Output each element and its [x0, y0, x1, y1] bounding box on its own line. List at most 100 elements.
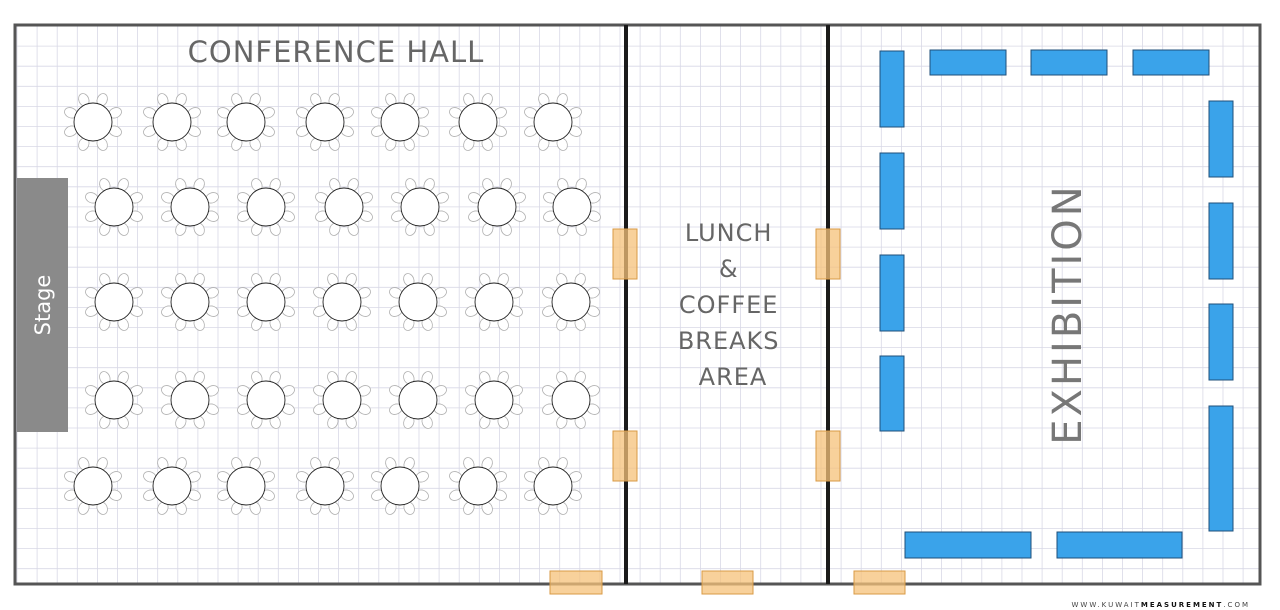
banquet-table [542, 273, 600, 331]
exhibition-booth [929, 49, 1007, 76]
table-top [152, 102, 192, 142]
banquet-table [85, 178, 143, 236]
exhibition-booth [1208, 405, 1234, 532]
table-top [474, 380, 514, 420]
table-top [170, 187, 210, 227]
table-top [246, 380, 286, 420]
lunch-label-line: BREAKS [678, 327, 780, 355]
table-top [380, 102, 420, 142]
exhibition-booth [879, 152, 905, 230]
banquet-table [217, 457, 275, 515]
banquet-table [217, 93, 275, 151]
door [853, 570, 906, 595]
banquet-table [313, 371, 371, 429]
table-top [552, 187, 592, 227]
banquet-table [465, 273, 523, 331]
table-top [94, 380, 134, 420]
table-top [305, 466, 345, 506]
table-top [533, 466, 573, 506]
table-top [152, 466, 192, 506]
table-top [94, 187, 134, 227]
banquet-table [143, 93, 201, 151]
conference-hall-label: CONFERENCE HALL [188, 35, 485, 69]
table-top [380, 466, 420, 506]
exhibition-booth [904, 531, 1032, 559]
banquet-table [391, 178, 449, 236]
banquet-table [143, 457, 201, 515]
banquet-table [543, 178, 601, 236]
exhibition-booth [1132, 49, 1210, 76]
conference-hall-zone: CONFERENCE HALL Stage [17, 35, 601, 515]
stage [17, 178, 68, 432]
table-top [458, 102, 498, 142]
door [549, 570, 603, 595]
banquet-table [85, 371, 143, 429]
banquet-table [371, 93, 429, 151]
banquet-table [296, 457, 354, 515]
table-top [458, 466, 498, 506]
table-top [533, 102, 573, 142]
banquet-table [237, 273, 295, 331]
exhibition-booth [1030, 49, 1108, 76]
stage-label: Stage [31, 275, 55, 336]
banquet-table [449, 93, 507, 151]
exhibition-booth [879, 50, 905, 128]
exhibition-booth [1056, 531, 1183, 559]
banquet-table [161, 178, 219, 236]
door [701, 570, 754, 595]
banquet-table [296, 93, 354, 151]
banquet-table [64, 457, 122, 515]
table-top [305, 102, 345, 142]
banquet-table [64, 93, 122, 151]
table-top [246, 187, 286, 227]
table-top [400, 187, 440, 227]
table-top [226, 466, 266, 506]
table-top [398, 380, 438, 420]
lunch-area-zone: LUNCH & COFFEE BREAKS AREA [678, 219, 780, 391]
exhibition-booths [879, 49, 1234, 559]
banquet-table [389, 371, 447, 429]
lunch-label-line: LUNCH [685, 219, 773, 247]
doors [549, 228, 906, 595]
banquet-table [161, 273, 219, 331]
exhibition-booth [879, 254, 905, 332]
table-top [398, 282, 438, 322]
lunch-label-line: COFFEE [679, 291, 779, 319]
table-top [324, 187, 364, 227]
table-top [474, 282, 514, 322]
banquet-table [449, 457, 507, 515]
banquet-table [465, 371, 523, 429]
banquet-table [542, 371, 600, 429]
banquet-table [524, 93, 582, 151]
exhibition-booth [1208, 202, 1234, 280]
exhibition-booth [1208, 100, 1234, 178]
table-top [170, 282, 210, 322]
footer-bold: MEASUREMENT [1140, 601, 1224, 609]
door [815, 430, 841, 482]
banquet-table [313, 273, 371, 331]
banquet-table [315, 178, 373, 236]
banquet-table [524, 457, 582, 515]
table-top [226, 102, 266, 142]
table-top [73, 466, 113, 506]
exhibition-zone: EXHIBITION [879, 49, 1234, 559]
lunch-label-line: AREA [699, 363, 768, 391]
lunch-label-line: & [719, 255, 739, 283]
door [815, 228, 841, 280]
banquet-table [237, 371, 295, 429]
banquet-table [389, 273, 447, 331]
zones: CONFERENCE HALL Stage LUNCH & COFFEE BRE… [17, 35, 1234, 559]
table-top [322, 282, 362, 322]
banquet-tables [64, 93, 601, 515]
banquet-table [468, 178, 526, 236]
table-top [94, 282, 134, 322]
footer-prefix: WWW.KUWAIT [1071, 601, 1141, 609]
outer-wall [13, 23, 1262, 586]
banquet-table [371, 457, 429, 515]
banquet-table [237, 178, 295, 236]
table-top [73, 102, 113, 142]
table-top [551, 380, 591, 420]
table-top [170, 380, 210, 420]
